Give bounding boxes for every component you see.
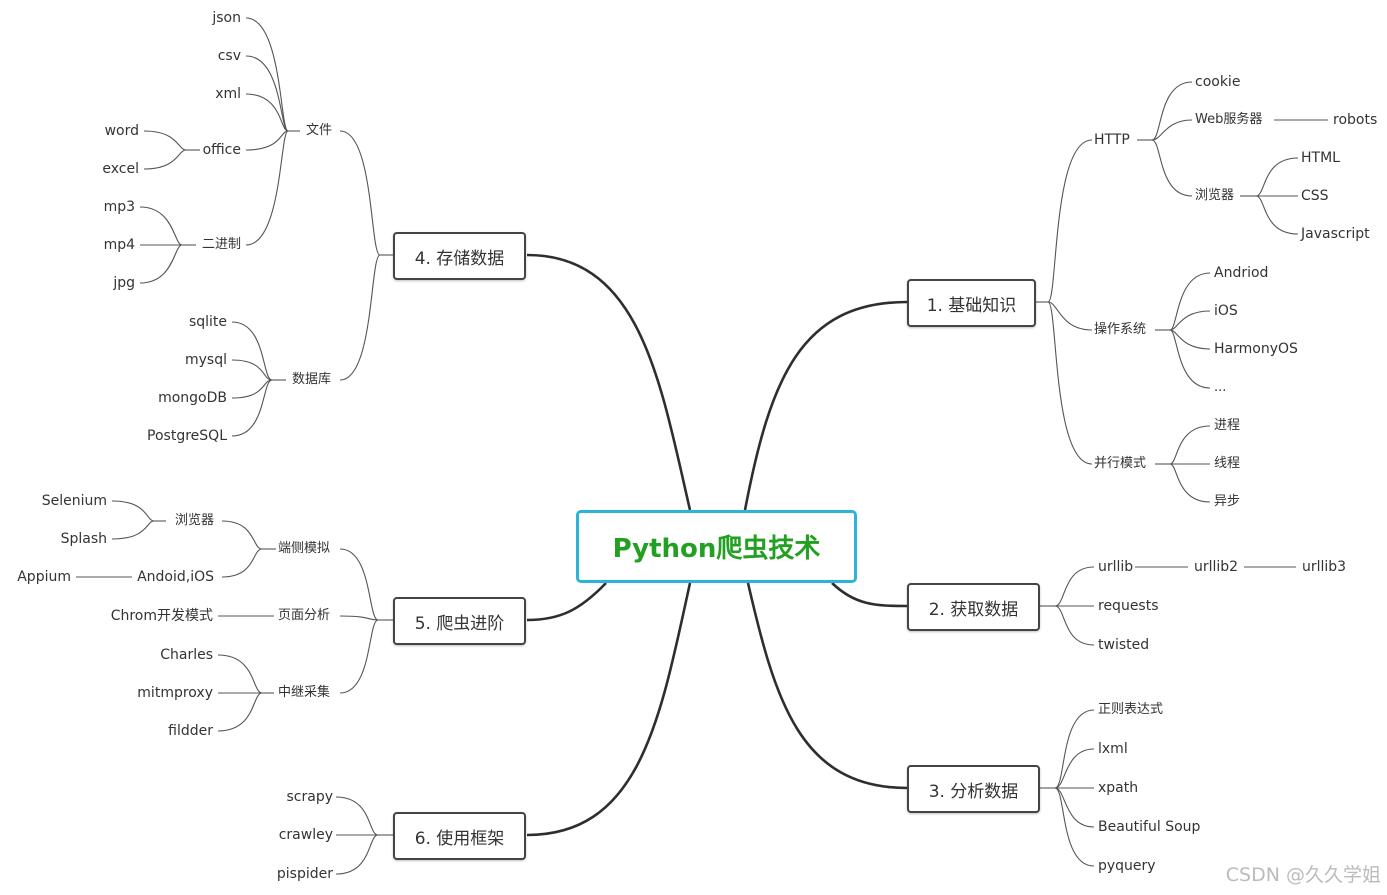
node-requests[interactable]: requests xyxy=(1098,598,1159,614)
branch-frameworks[interactable]: 6. 使用框架 xyxy=(393,812,526,860)
node-word[interactable]: word xyxy=(104,123,139,139)
node-process[interactable]: 进程 xyxy=(1214,418,1241,433)
node-database[interactable]: 数据库 xyxy=(292,372,332,387)
node-chrome-devmode[interactable]: Chrom开发模式 xyxy=(110,608,213,624)
node-xml[interactable]: xml xyxy=(215,86,241,102)
node-selenium[interactable]: Selenium xyxy=(41,493,107,509)
main-branch-connectors xyxy=(526,253,908,837)
node-thread[interactable]: 线程 xyxy=(1214,456,1241,471)
node-excel[interactable]: excel xyxy=(102,161,139,177)
node-relay-capture[interactable]: 中继采集 xyxy=(278,685,331,700)
node-operating-system[interactable]: 操作系统 xyxy=(1094,322,1147,337)
node-css[interactable]: CSS xyxy=(1301,188,1329,204)
node-scrapy[interactable]: scrapy xyxy=(286,789,334,805)
node-cookie[interactable]: cookie xyxy=(1195,74,1241,90)
branch-parse-data[interactable]: 3. 分析数据 xyxy=(907,765,1040,813)
node-twisted[interactable]: twisted xyxy=(1098,637,1150,653)
branch-fetch-data[interactable]: 2. 获取数据 xyxy=(907,583,1040,631)
node-pyquery[interactable]: pyquery xyxy=(1098,858,1156,874)
node-urllib[interactable]: urllib xyxy=(1098,559,1134,575)
node-mitmproxy[interactable]: mitmproxy xyxy=(137,685,213,701)
branch-store-data[interactable]: 4. 存储数据 xyxy=(393,232,526,280)
node-async[interactable]: 异步 xyxy=(1214,494,1241,509)
branch-basics[interactable]: 1. 基础知识 xyxy=(907,279,1036,327)
central-topic[interactable]: Python爬虫技术 xyxy=(576,510,857,583)
node-robots[interactable]: robots xyxy=(1333,112,1378,128)
node-splash[interactable]: Splash xyxy=(60,531,107,547)
node-pispider[interactable]: pispider xyxy=(276,866,333,882)
node-csv[interactable]: csv xyxy=(217,48,241,64)
node-mp4[interactable]: mp4 xyxy=(103,237,135,253)
node-html[interactable]: HTML xyxy=(1301,150,1340,166)
node-postgresql[interactable]: PostgreSQL xyxy=(147,428,227,444)
node-urllib2[interactable]: urllib2 xyxy=(1194,559,1239,575)
node-browser[interactable]: 浏览器 xyxy=(1195,188,1235,203)
node-office[interactable]: office xyxy=(202,142,241,158)
node-javascript[interactable]: Javascript xyxy=(1301,226,1370,242)
node-fiddler[interactable]: fildder xyxy=(168,723,213,739)
node-andriod[interactable]: Andriod xyxy=(1214,265,1269,281)
node-mysql[interactable]: mysql xyxy=(185,352,227,368)
node-mp3[interactable]: mp3 xyxy=(103,199,135,215)
node-crawley[interactable]: crawley xyxy=(278,827,333,843)
node-urllib3[interactable]: urllib3 xyxy=(1302,559,1347,575)
node-android-ios[interactable]: Andoid,iOS xyxy=(137,569,214,585)
node-regex[interactable]: 正则表达式 xyxy=(1098,702,1164,717)
node-page-analysis[interactable]: 页面分析 xyxy=(278,608,331,623)
node-mongodb[interactable]: mongoDB xyxy=(158,390,227,406)
sub-connectors xyxy=(76,17,1328,875)
node-jpg[interactable]: jpg xyxy=(113,275,135,291)
node-xpath[interactable]: xpath xyxy=(1098,780,1139,796)
node-json[interactable]: json xyxy=(212,10,241,26)
node-sqlite[interactable]: sqlite xyxy=(188,314,227,330)
branch-advanced[interactable]: 5. 爬虫进阶 xyxy=(393,597,526,645)
node-ios[interactable]: iOS xyxy=(1214,303,1238,319)
node-file[interactable]: 文件 xyxy=(306,123,333,138)
node-more-os[interactable]: ... xyxy=(1214,380,1227,395)
node-charles[interactable]: Charles xyxy=(160,647,213,663)
node-beautiful-soup[interactable]: Beautiful Soup xyxy=(1098,819,1201,835)
node-http[interactable]: HTTP xyxy=(1094,132,1130,148)
node-binary[interactable]: 二进制 xyxy=(201,237,241,252)
node-parallel-mode[interactable]: 并行模式 xyxy=(1094,456,1147,471)
node-lxml[interactable]: lxml xyxy=(1098,741,1128,757)
node-appium[interactable]: Appium xyxy=(17,569,71,585)
node-web-server[interactable]: Web服务器 xyxy=(1195,112,1263,127)
node-advanced-browser[interactable]: 浏览器 xyxy=(174,513,214,528)
watermark: CSDN @久久学姐 xyxy=(1225,864,1381,886)
node-client-simulation[interactable]: 端侧模拟 xyxy=(278,541,331,556)
node-harmonyos[interactable]: HarmonyOS xyxy=(1214,341,1298,357)
